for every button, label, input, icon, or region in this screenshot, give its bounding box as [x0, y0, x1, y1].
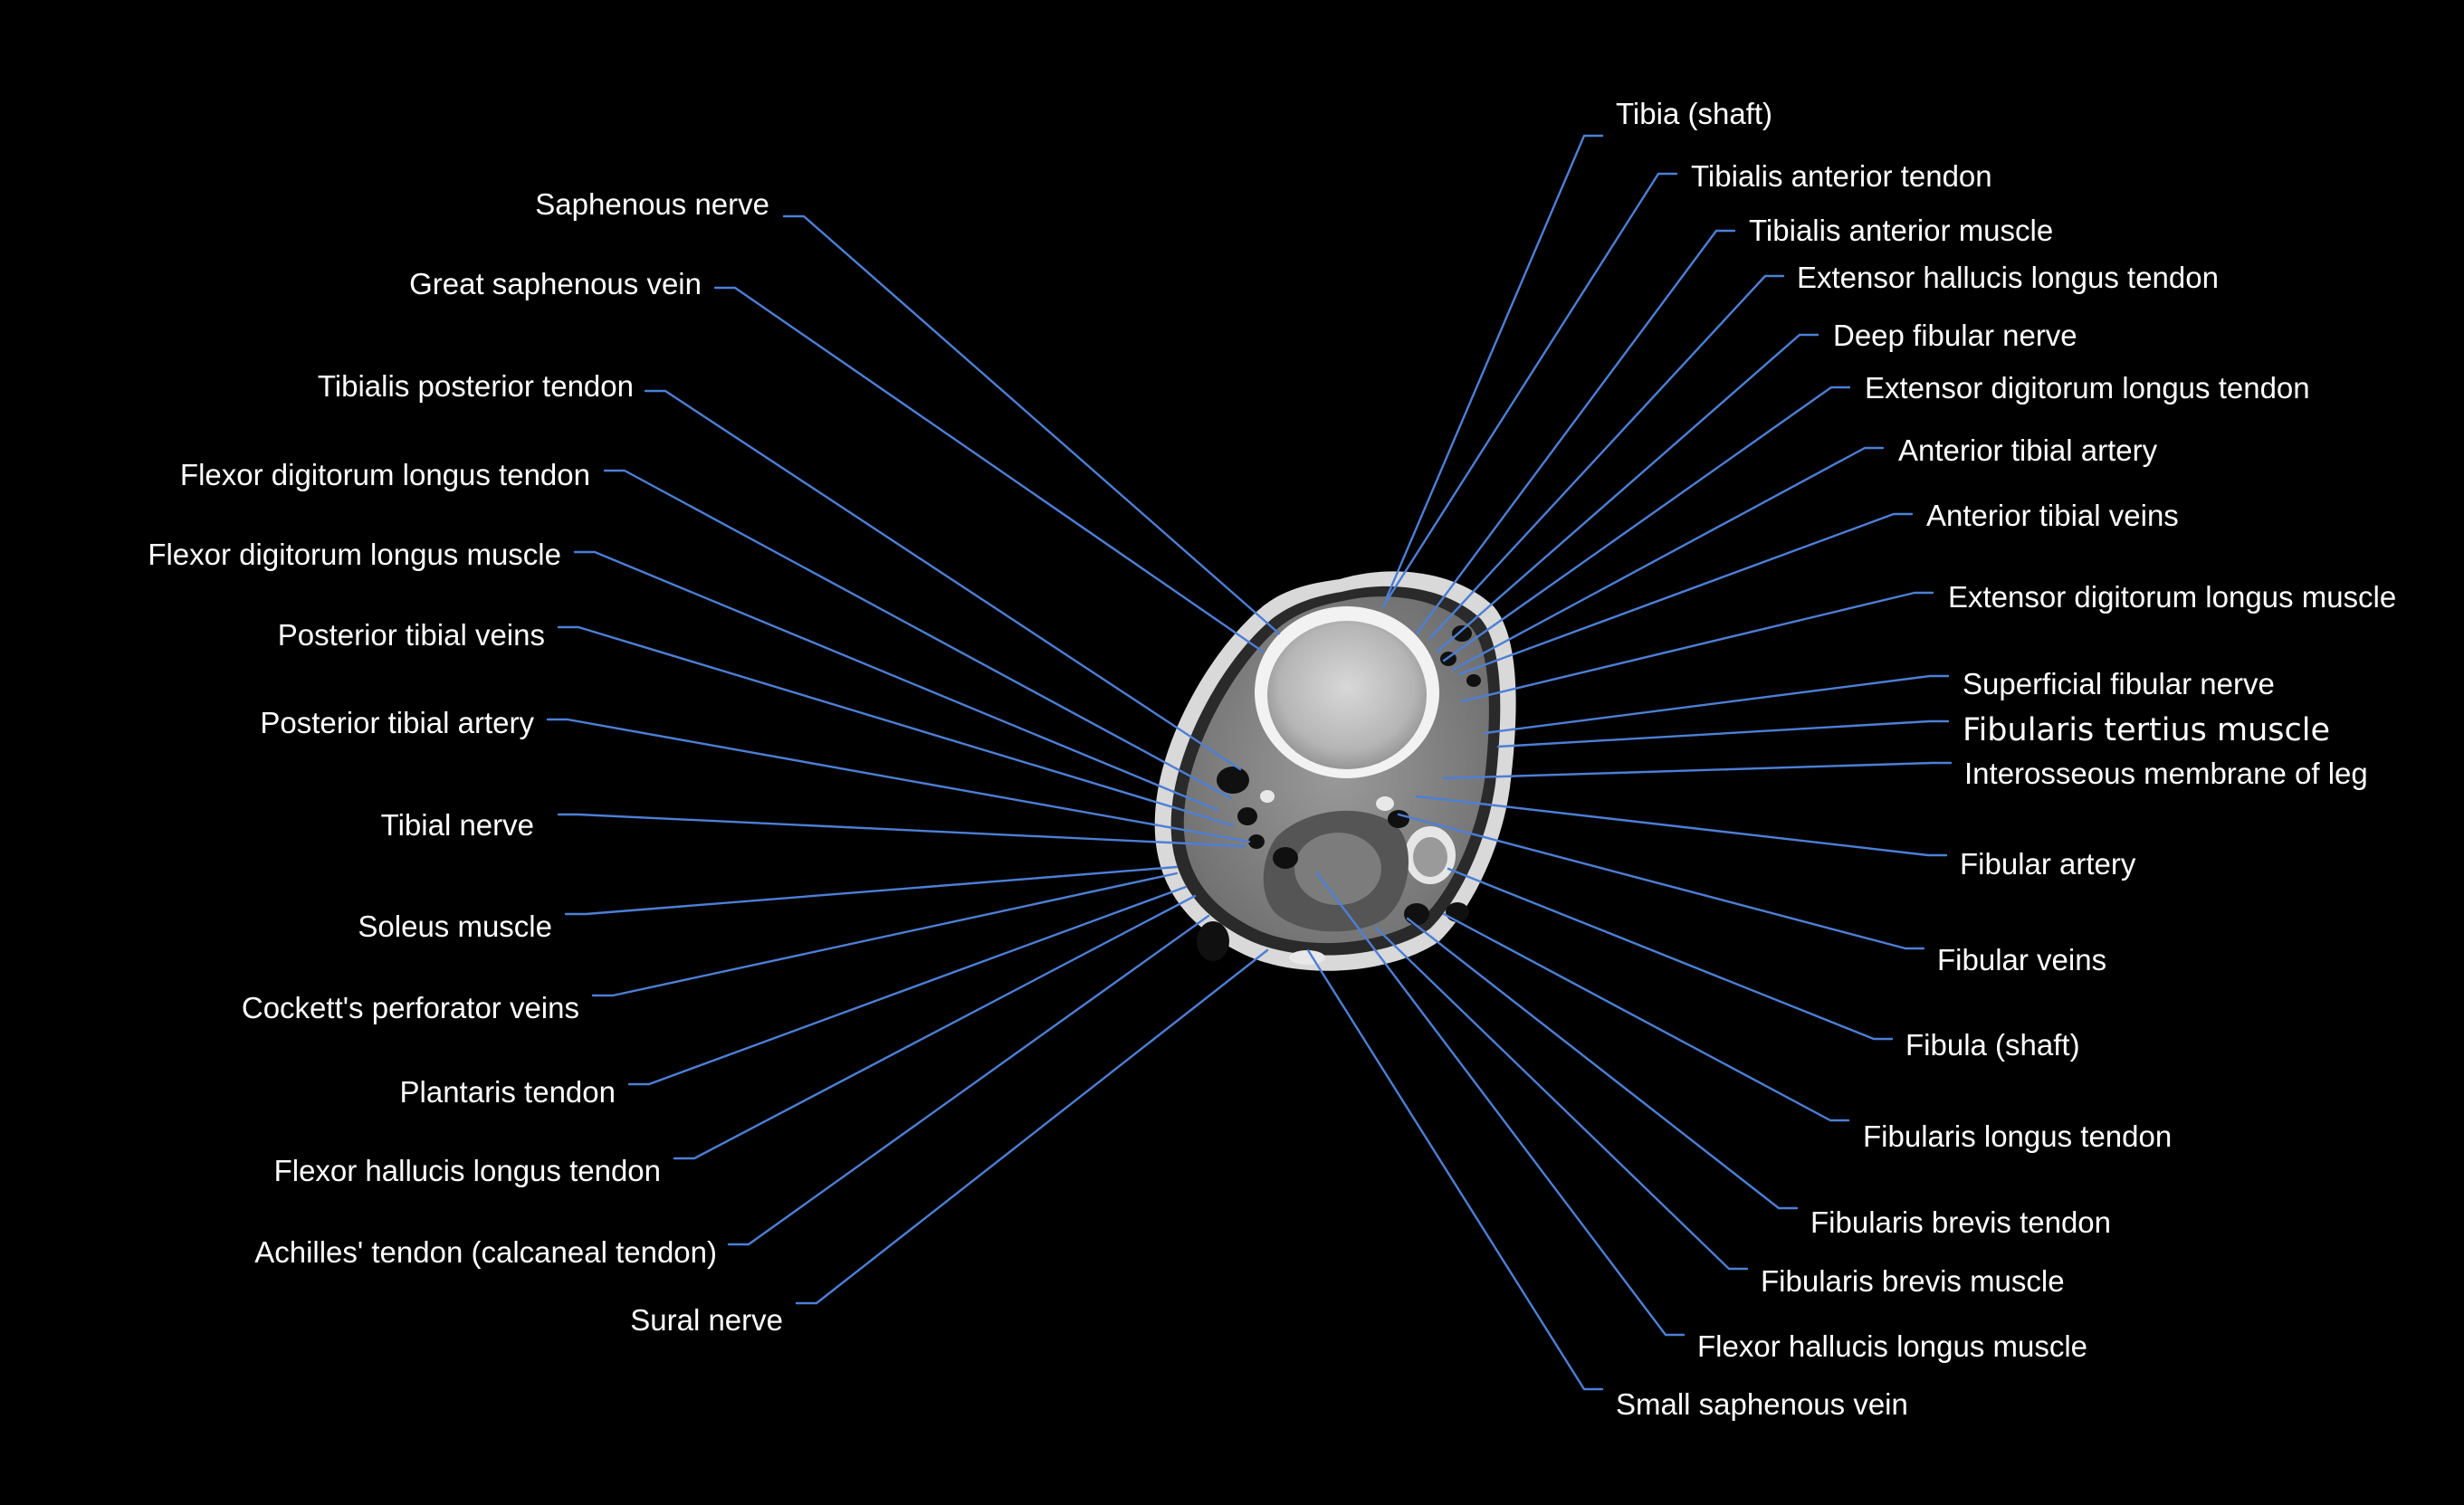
fhl-muscle-region — [1294, 833, 1381, 905]
leader-line-fibularis-brevis-muscle — [1374, 926, 1749, 1271]
label-fibularis-longus-tendon: Fibularis longus tendon — [1863, 1119, 2172, 1153]
leader-line-soleus-muscle — [564, 865, 1179, 916]
leader-line-plantaris-tendon — [627, 885, 1188, 1086]
label-small-saphenous-vein: Small saphenous vein — [1616, 1387, 1908, 1421]
leader-line-fibular-veins — [1397, 813, 1925, 950]
leader-line-extensor-hallucis-longus-tendon — [1428, 274, 1785, 640]
label-posterior-tibial-artery: Posterior tibial artery — [260, 706, 534, 739]
label-deep-fibular-nerve: Deep fibular nerve — [1833, 319, 2077, 352]
label-fibular-veins: Fibular veins — [1937, 943, 2106, 976]
label-fibula-shaft: Fibula (shaft) — [1905, 1028, 2080, 1062]
label-extensor-hallucis-longus-tendon: Extensor hallucis longus tendon — [1797, 261, 2219, 294]
label-tibia-shaft: Tibia (shaft) — [1616, 97, 1772, 130]
label-cockett-s-perforator-veins: Cockett's perforator veins — [242, 991, 579, 1024]
leader-line-tibialis-anterior-muscle — [1415, 229, 1736, 635]
leader-line-tibial-nerve — [557, 813, 1246, 848]
label-soleus-muscle: Soleus muscle — [358, 910, 552, 943]
leader-line-great-saphenous-vein — [713, 286, 1265, 653]
label-posterior-tibial-veins: Posterior tibial veins — [278, 618, 545, 652]
label-flexor-hallucis-longus-tendon: Flexor hallucis longus tendon — [274, 1154, 661, 1187]
fibula-marrow — [1413, 837, 1447, 877]
tibia-marrow — [1267, 621, 1427, 769]
leader-line-fibularis-longus-tendon — [1442, 912, 1850, 1122]
leader-line-tibialis-posterior-tendon — [644, 389, 1242, 771]
label-tibial-nerve: Tibial nerve — [381, 808, 534, 842]
leader-line-flexor-digitorum-longus-muscle — [573, 550, 1219, 812]
bright-tendon-spots — [1260, 790, 1394, 965]
mri-cross-section — [1154, 571, 1516, 971]
leader-line-fibularis-tertius-muscle — [1496, 719, 1950, 748]
label-great-saphenous-vein: Great saphenous vein — [409, 267, 702, 300]
leader-line-deep-fibular-nerve — [1436, 333, 1819, 653]
leader-line-achilles-tendon-calcaneal-tendon — [727, 914, 1210, 1246]
label-plantaris-tendon: Plantaris tendon — [400, 1075, 616, 1109]
leader-line-saphenous-nerve — [782, 214, 1281, 635]
leader-line-tibialis-anterior-tendon — [1381, 172, 1678, 608]
leader-line-extensor-digitorum-longus-muscle — [1460, 591, 1934, 703]
label-superficial-fibular-nerve: Superficial fibular nerve — [1963, 667, 2275, 700]
label-tibialis-anterior-tendon: Tibialis anterior tendon — [1691, 159, 1992, 193]
leader-lines — [546, 134, 1953, 1391]
label-flexor-hallucis-longus-muscle: Flexor hallucis longus muscle — [1697, 1329, 2087, 1363]
leader-line-tibia-shaft — [1385, 134, 1604, 599]
leader-line-anterior-tibial-artery — [1451, 446, 1885, 672]
label-achilles-tendon-calcaneal-tendon: Achilles' tendon (calcaneal tendon) — [254, 1235, 717, 1269]
label-tibialis-posterior-tendon: Tibialis posterior tendon — [318, 369, 634, 403]
leader-line-flexor-digitorum-longus-tendon — [603, 469, 1233, 800]
label-extensor-digitorum-longus-muscle: Extensor digitorum longus muscle — [1948, 580, 2396, 614]
label-anterior-tibial-artery: Anterior tibial artery — [1898, 433, 2158, 467]
label-fibularis-tertius-muscle: Fibularis tertius muscle — [1963, 712, 2330, 748]
label-tibialis-anterior-muscle: Tibialis anterior muscle — [1749, 214, 2053, 247]
label-fibularis-brevis-tendon: Fibularis brevis tendon — [1810, 1205, 2111, 1239]
leader-line-cockett-s-perforator-veins — [591, 872, 1179, 997]
leader-line-posterior-tibial-artery — [546, 718, 1251, 843]
label-fibularis-brevis-muscle: Fibularis brevis muscle — [1761, 1264, 2065, 1298]
leader-line-extensor-digitorum-longus-tendon — [1442, 386, 1851, 662]
leader-line-flexor-hallucis-longus-muscle — [1315, 872, 1686, 1337]
leader-line-small-saphenous-vein — [1306, 948, 1604, 1391]
label-extensor-digitorum-longus-tendon: Extensor digitorum longus tendon — [1865, 371, 2310, 405]
label-flexor-digitorum-longus-muscle: Flexor digitorum longus muscle — [148, 538, 561, 571]
label-sural-nerve: Sural nerve — [630, 1303, 783, 1337]
leader-line-interosseous-membrane-of-leg — [1442, 761, 1953, 780]
leader-line-fibularis-brevis-tendon — [1406, 917, 1799, 1210]
label-fibular-artery: Fibular artery — [1960, 847, 2136, 881]
leader-line-superficial-fibular-nerve — [1483, 674, 1950, 735]
label-saphenous-nerve: Saphenous nerve — [535, 187, 769, 221]
leader-line-fibular-artery — [1415, 795, 1948, 857]
label-flexor-digitorum-longus-tendon: Flexor digitorum longus tendon — [180, 458, 590, 491]
label-interosseous-membrane-of-leg: Interosseous membrane of leg — [1964, 757, 2368, 790]
leader-line-anterior-tibial-veins — [1457, 512, 1914, 676]
leader-line-flexor-hallucis-longus-tendon — [673, 894, 1197, 1160]
label-anterior-tibial-veins: Anterior tibial veins — [1926, 499, 2179, 532]
leader-line-fibula-shaft — [1447, 867, 1894, 1041]
leader-line-sural-nerve — [795, 948, 1269, 1305]
leader-line-posterior-tibial-veins — [557, 625, 1235, 827]
